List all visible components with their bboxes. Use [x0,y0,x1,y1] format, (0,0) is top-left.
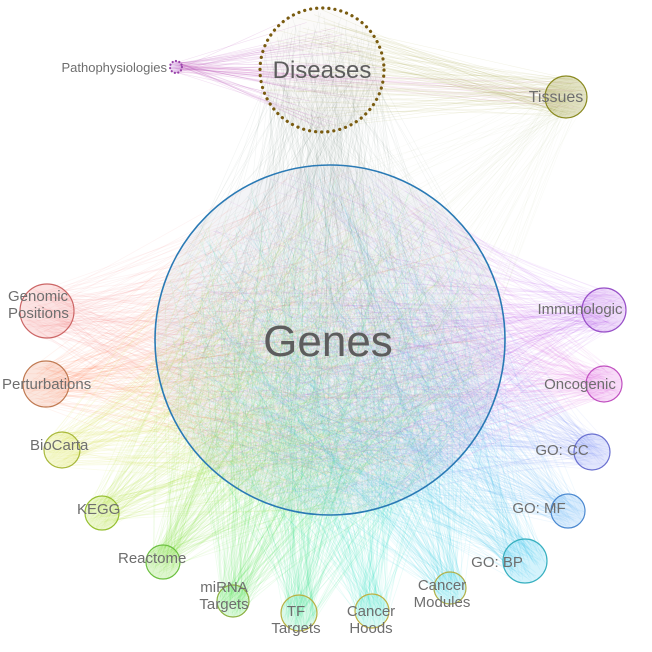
edge-bundle-diseases-genes [157,11,492,504]
node-layer [19,6,627,632]
node-label-diseases: Diseases [273,57,372,84]
label-layer: Genes Diseases PathophysiologiesTissuesGen… [2,57,623,637]
node-label-genes: Genes [263,317,393,366]
edge-bundle-go_cc-genes [159,169,610,502]
node-go-cc[interactable] [573,433,611,471]
node-genes[interactable] [154,164,506,516]
edge-bundle-tf_targets-genes [162,167,499,630]
edge-bundle-tissues-genes [166,79,585,505]
node-label-go-cc: GO: CC [535,442,589,459]
edge-bundle-pathophysiologies-tissues [172,61,584,109]
node-label-pathophysiologies: Pathophysiologies [61,60,167,75]
node-genomic-positions[interactable] [19,283,75,339]
node-oncogenic[interactable] [585,365,623,403]
node-label-kegg: KEGG [77,501,120,518]
node-mirna-targets[interactable] [216,584,250,618]
node-tf-targets[interactable] [280,594,318,632]
edge-bundle-pathophysiologies-diseases [170,17,383,129]
node-kegg[interactable] [84,495,120,531]
node-label-biocarta: BioCarta [30,437,89,454]
node-label-immunologic: Immunologic [537,301,623,318]
edge-bundle-perturbations-genes [23,168,502,505]
node-label-go-bp: GO: BP [471,554,523,571]
edge-bundle-go_mf-genes [158,174,585,528]
node-diseases[interactable] [258,6,386,134]
node-label-tissues: Tissues [529,89,584,106]
node-reactome[interactable] [145,544,181,580]
edge-bundle-kegg-genes [85,188,493,530]
node-cancer-modules[interactable] [433,571,467,605]
edge-bundle-cancer_modules-genes [167,166,502,603]
edge-bundle-biocarta-genes [45,183,504,510]
edge-bundle-cancer_hoods-genes [171,168,494,627]
edge-bundle-genomic_positions-genes [20,167,495,505]
edge-bundle-mirna_targets-genes [169,175,498,617]
edge-layer [20,9,627,630]
edge-bundle-reactome-genes [146,168,493,578]
edge-bundle-oncogenic-genes [156,179,622,509]
node-go-mf[interactable] [550,493,586,529]
node-label-go-mf: GO: MF [512,500,565,517]
node-label-oncogenic: Oncogenic [544,376,616,393]
node-perturbations[interactable] [22,360,70,408]
node-label-reactome: Reactome [118,550,186,567]
node-biocarta[interactable] [43,431,81,469]
node-cancer-hoods[interactable] [354,593,390,629]
node-tissues[interactable] [544,75,588,119]
edge-bundle-tissues-diseases [265,9,587,129]
node-label-perturbations: Perturbations [2,376,91,393]
node-immunologic[interactable] [581,287,627,333]
edge-bundle-immunologic-genes [164,173,627,496]
edge-bundle-go_bp-genes [164,169,546,582]
node-pathophysiologies[interactable] [168,59,184,75]
node-go-bp[interactable] [502,538,548,584]
